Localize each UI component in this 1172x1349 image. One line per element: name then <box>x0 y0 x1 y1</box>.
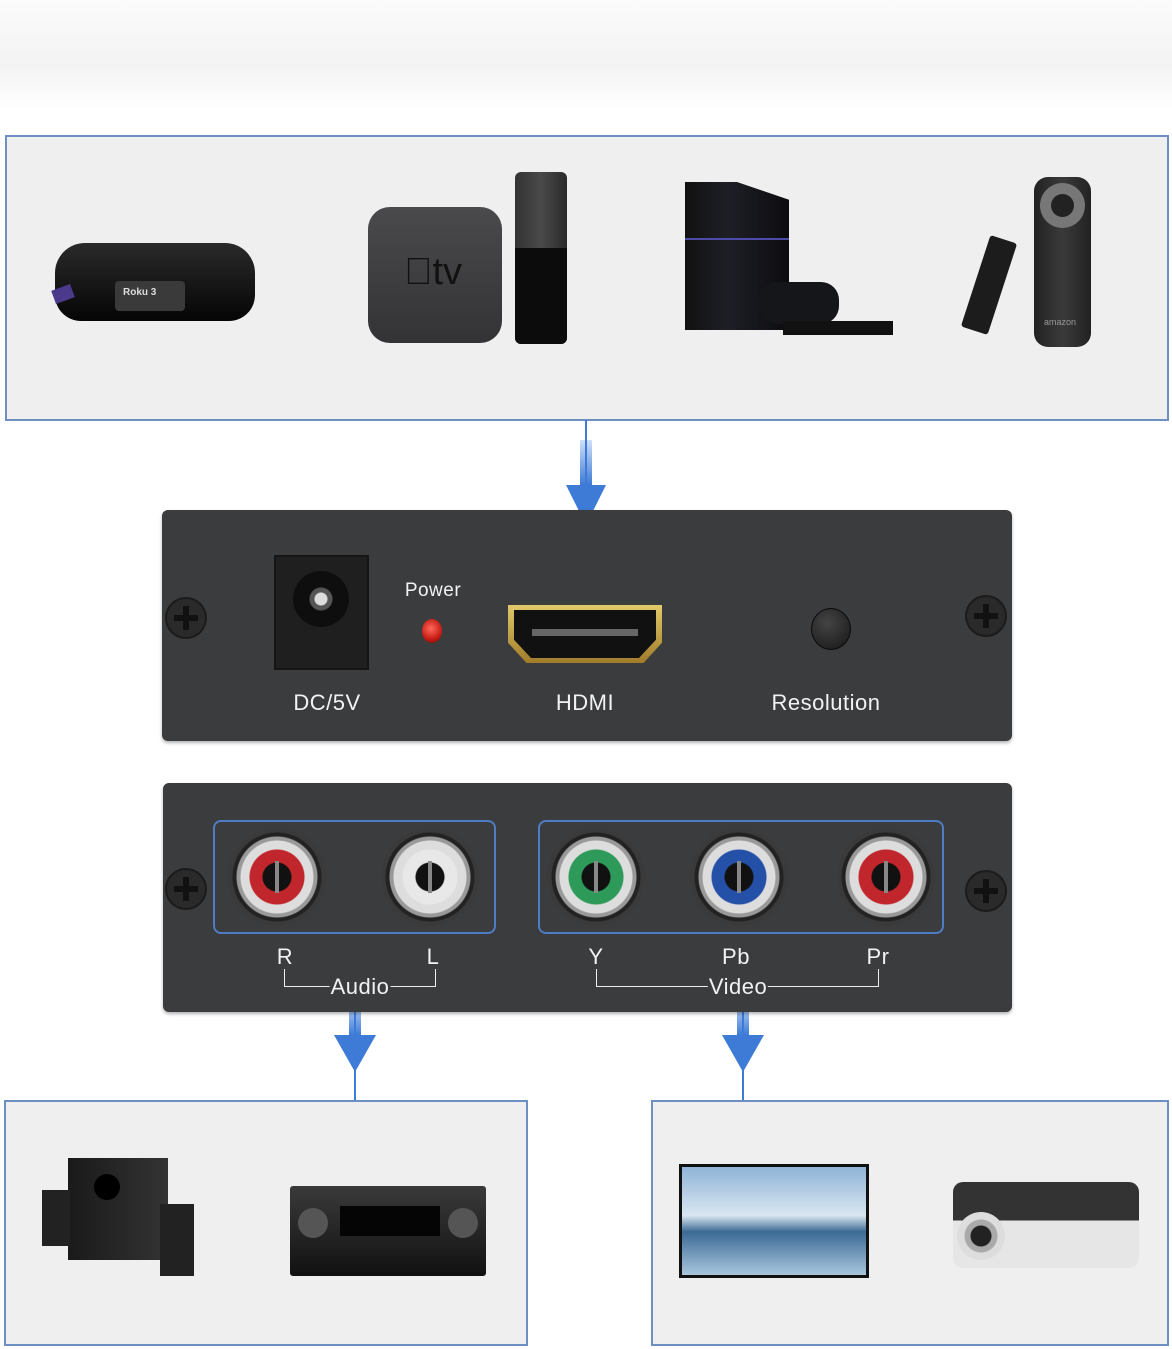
audio-port-group <box>213 820 496 934</box>
screw-icon <box>965 870 1007 912</box>
video-y-label: Y <box>588 944 604 969</box>
left-speaker <box>42 1190 70 1246</box>
resolution-button[interactable] <box>811 608 851 650</box>
apple-tv-box: tv <box>368 207 502 343</box>
audio-l-port[interactable] <box>381 828 479 926</box>
screw-icon <box>165 597 207 639</box>
audio-r-label: R <box>276 944 294 969</box>
dc-power-jack[interactable] <box>274 555 369 670</box>
ps4-camera <box>783 321 893 335</box>
resolution-label: Resolution <box>771 690 881 715</box>
converter-back-panel: R L Y Pb Pr Audio Video <box>163 783 1012 1012</box>
apple-tv-remote <box>515 172 567 344</box>
source-devices-box: Roku 3 tv amazon <box>5 135 1169 421</box>
audio-r-port[interactable] <box>228 828 326 926</box>
right-speaker <box>160 1204 194 1276</box>
av-receiver <box>290 1186 486 1276</box>
video-y-port[interactable] <box>547 828 645 926</box>
video-group-label: Video <box>707 974 769 1000</box>
audio-outputs-box <box>4 1100 528 1346</box>
amazon-logo: amazon <box>1044 317 1077 327</box>
projector <box>953 1182 1139 1268</box>
video-pb-port[interactable] <box>690 828 788 926</box>
roku-logo: Roku 3 <box>123 287 157 298</box>
power-led-icon <box>422 619 442 643</box>
roku-device: Roku 3 <box>51 235 255 325</box>
hdmi-port[interactable] <box>508 605 662 663</box>
video-pb-label: Pb <box>722 944 750 969</box>
dc-label: DC/5V <box>293 690 361 715</box>
top-fade <box>0 0 1172 110</box>
video-port-group <box>538 820 944 934</box>
screw-icon <box>165 868 207 910</box>
converter-front-panel: Power DC/5V HDMI Resolution <box>162 510 1012 741</box>
apple-tv-logo: tv <box>404 251 462 293</box>
television <box>679 1164 869 1278</box>
subwoofer <box>68 1158 168 1260</box>
video-outputs-box <box>651 1100 1169 1346</box>
power-label: Power <box>404 580 462 601</box>
hdmi-label: HDMI <box>555 690 615 715</box>
fire-tv-remote: amazon <box>1034 177 1091 347</box>
audio-l-label: L <box>426 944 440 969</box>
screw-icon <box>965 595 1007 637</box>
ps4-controller <box>759 282 839 324</box>
audio-group-label: Audio <box>329 974 391 1000</box>
video-pr-port[interactable] <box>837 828 935 926</box>
video-pr-label: Pr <box>866 944 890 969</box>
